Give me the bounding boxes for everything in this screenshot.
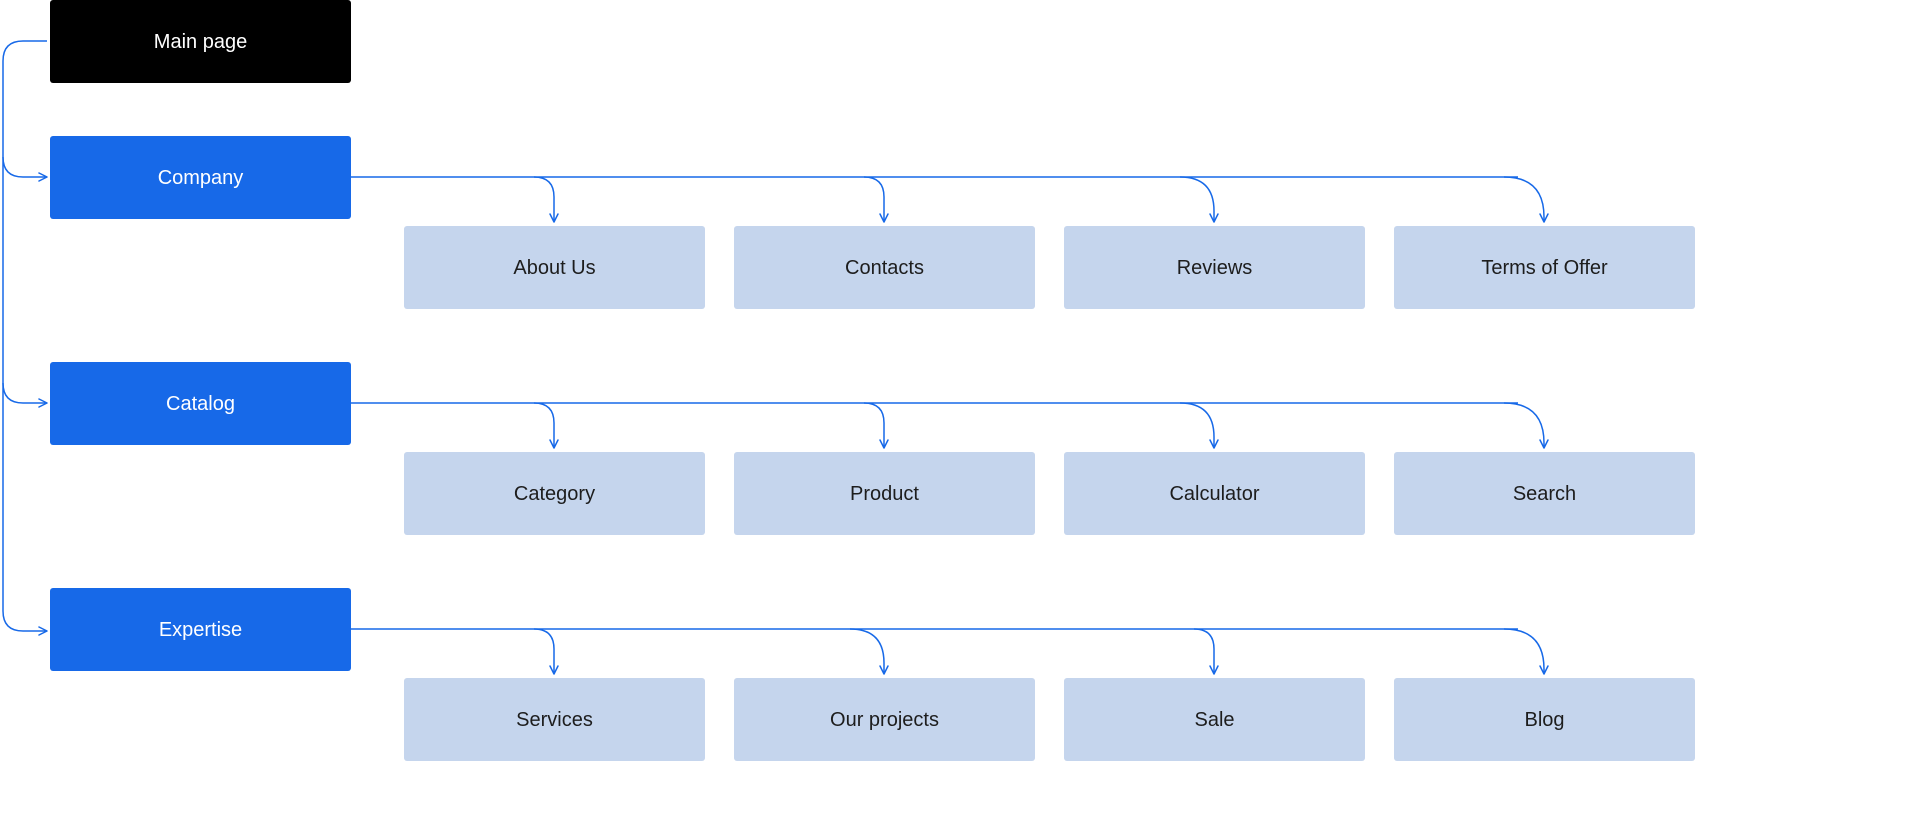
node-label: Category (513, 482, 596, 505)
catalog-to-calculator (1179, 402, 1219, 449)
node-label: Company (157, 166, 244, 189)
node-label: Sale (1194, 708, 1235, 731)
node-label: Contacts (845, 256, 924, 279)
company-to-reviews (1179, 176, 1219, 223)
node-page-calculator[interactable]: Calculator (1064, 452, 1365, 535)
company-to-contacts (863, 176, 889, 223)
node-label: Search (1512, 482, 1577, 505)
catalog-to-search (1503, 402, 1549, 449)
node-section-company[interactable]: Company (50, 136, 351, 219)
node-label: Services (516, 708, 593, 731)
node-label: Terms of Offer (1481, 256, 1608, 279)
expertise-to-blog (1503, 628, 1549, 675)
node-page-category[interactable]: Category (404, 452, 705, 535)
spine-branch-company (2, 156, 48, 182)
expertise-to-our-projects (849, 628, 889, 675)
node-page-terms-of-offer[interactable]: Terms of Offer (1394, 226, 1695, 309)
node-label: Catalog (166, 392, 235, 415)
node-section-catalog[interactable]: Catalog (50, 362, 351, 445)
expertise-to-services (533, 628, 559, 675)
node-label: About Us (513, 256, 596, 279)
node-label: Calculator (1169, 482, 1260, 505)
node-page-contacts[interactable]: Contacts (734, 226, 1035, 309)
node-label: Blog (1524, 708, 1565, 731)
node-page-about-us[interactable]: About Us (404, 226, 705, 309)
node-page-our-projects[interactable]: Our projects (734, 678, 1035, 761)
node-label: Main page (153, 30, 248, 53)
company-to-terms (1503, 176, 1549, 223)
expertise-to-sale (1193, 628, 1219, 675)
node-page-product[interactable]: Product (734, 452, 1035, 535)
spine-connector (2, 40, 48, 636)
node-main-page[interactable]: Main page (50, 0, 351, 83)
company-to-about-us (533, 176, 559, 223)
node-label: Our projects (830, 708, 939, 731)
node-page-sale[interactable]: Sale (1064, 678, 1365, 761)
node-label: Product (850, 482, 919, 505)
catalog-to-product (863, 402, 889, 449)
node-page-blog[interactable]: Blog (1394, 678, 1695, 761)
node-page-reviews[interactable]: Reviews (1064, 226, 1365, 309)
node-section-expertise[interactable]: Expertise (50, 588, 351, 671)
spine-branch-catalog (2, 382, 48, 408)
node-label: Reviews (1176, 256, 1253, 279)
node-page-services[interactable]: Services (404, 678, 705, 761)
node-page-search[interactable]: Search (1394, 452, 1695, 535)
catalog-to-category (533, 402, 559, 449)
node-label: Expertise (158, 618, 243, 641)
